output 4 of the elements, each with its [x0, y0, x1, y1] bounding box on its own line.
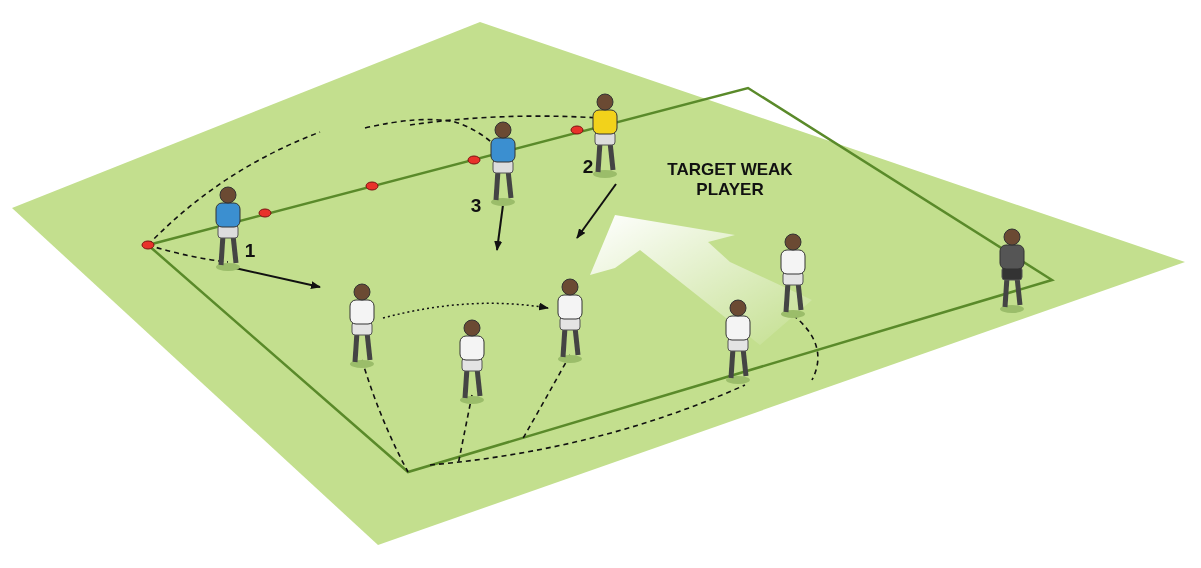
number-label: 3	[469, 195, 483, 217]
callout-text: TARGET WEAK PLAYER	[666, 160, 794, 200]
number-label: 2	[581, 156, 595, 178]
number-label: 1	[243, 240, 257, 262]
